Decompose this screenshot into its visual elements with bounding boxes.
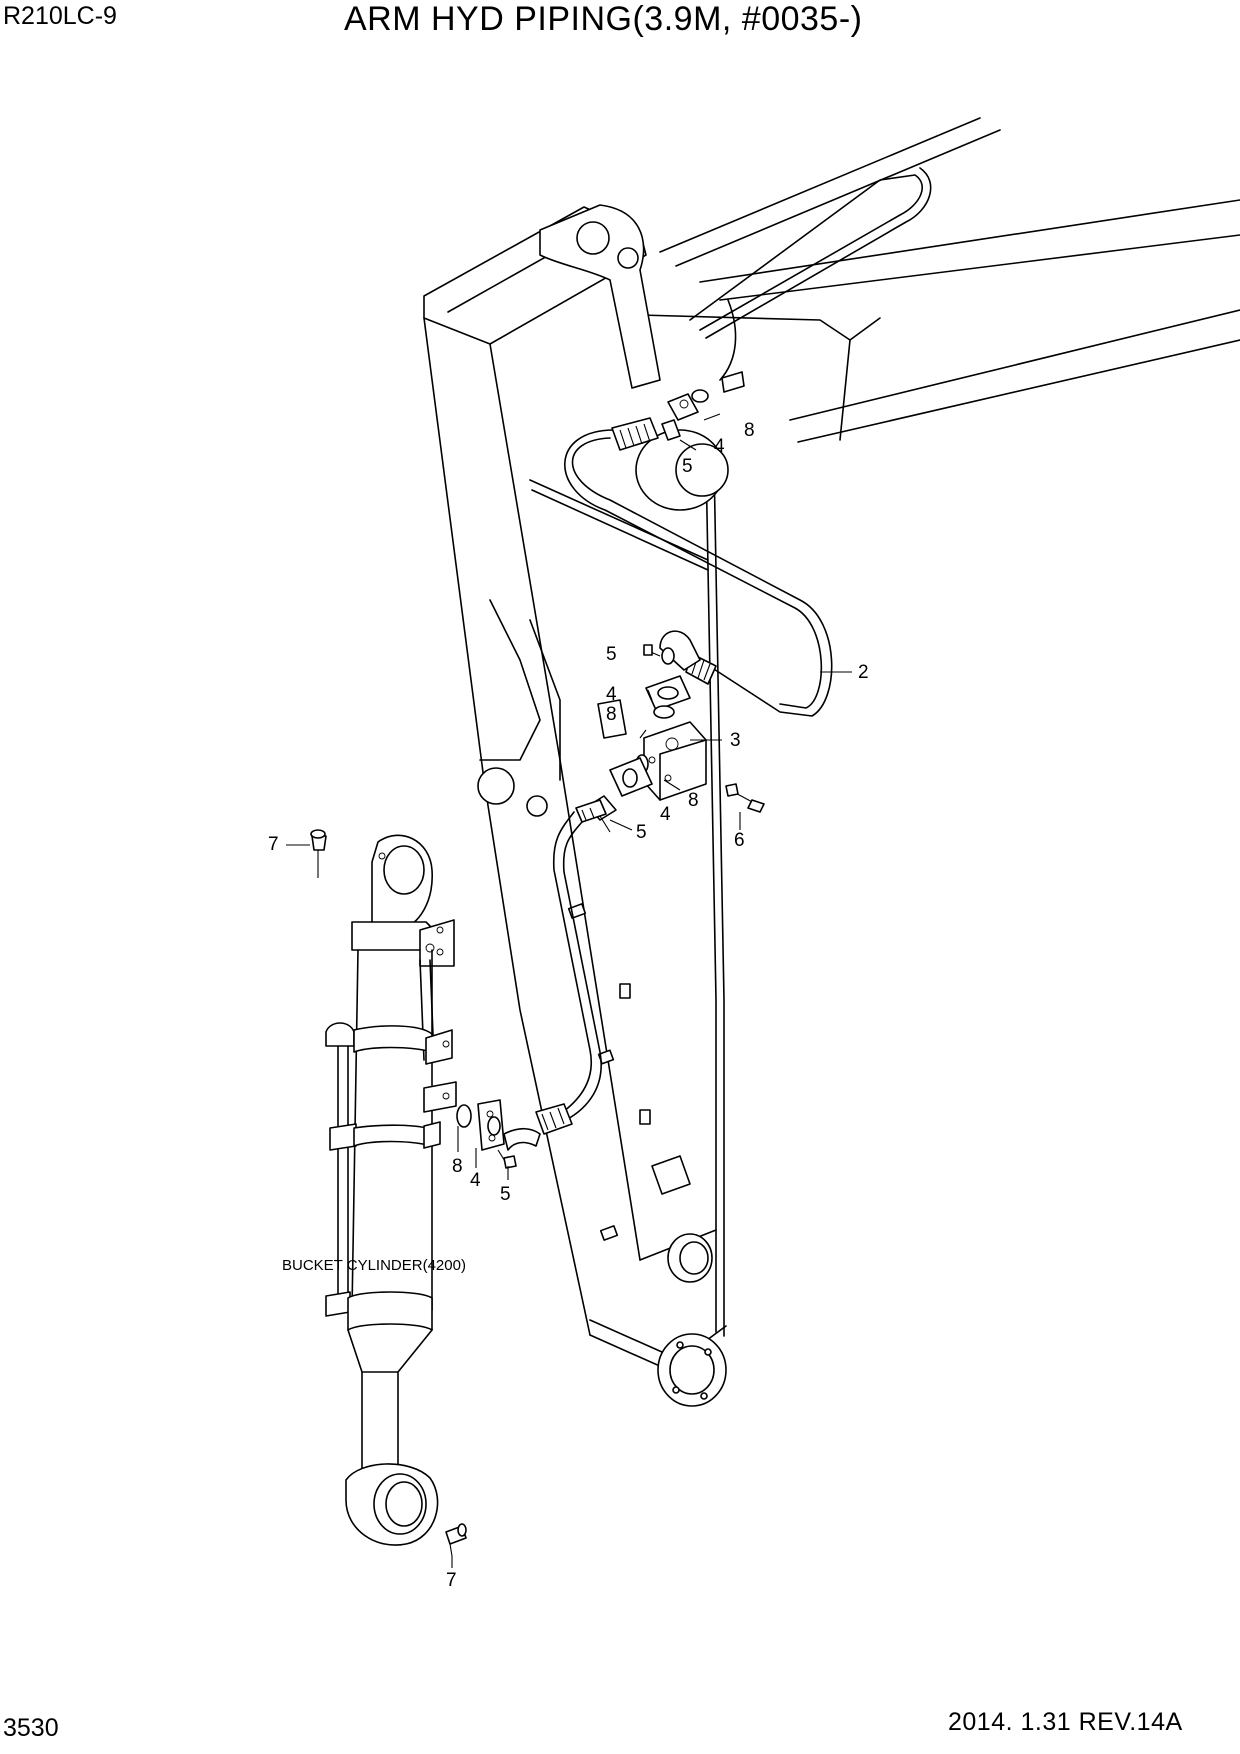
bucket-cylinder bbox=[325, 834, 457, 1546]
model-code: R210LC-9 bbox=[3, 2, 117, 30]
callout-4-low: 4 bbox=[660, 804, 671, 825]
callout-5-low: 5 bbox=[636, 822, 647, 843]
callout-4-mid: 4 bbox=[606, 684, 617, 705]
bucket-cylinder-label: BUCKET CYLINDER(4200) bbox=[282, 1257, 466, 1274]
page-title: ARM HYD PIPING(3.9M, #0035-) bbox=[344, 0, 863, 38]
callout-labels: 8 4 5 5 4 8 2 3 8 4 5 6 7 8 4 5 7 bbox=[268, 420, 869, 1591]
callout-4-top: 4 bbox=[714, 436, 725, 457]
callout-5-cyl: 5 bbox=[500, 1184, 511, 1205]
leader-lines bbox=[286, 413, 852, 1568]
callout-8-low: 8 bbox=[688, 790, 699, 811]
grease-nipple-top bbox=[310, 829, 327, 870]
revision-stamp: 2014. 1.31 REV.14A bbox=[948, 1708, 1183, 1736]
callout-8-cyl: 8 bbox=[452, 1156, 463, 1177]
callout-7-bottom: 7 bbox=[446, 1570, 457, 1591]
page-number: 3530 bbox=[3, 1714, 59, 1742]
callout-8-top: 8 bbox=[744, 420, 755, 441]
hose-loop bbox=[564, 417, 833, 717]
grease-nipple-bottom bbox=[445, 1523, 467, 1557]
arm-structure bbox=[423, 204, 729, 1407]
mid-block-group bbox=[575, 630, 765, 833]
lower-hose bbox=[456, 811, 602, 1169]
callout-5-mid: 5 bbox=[606, 644, 617, 665]
callout-3: 3 bbox=[730, 730, 741, 751]
callout-4-cyl: 4 bbox=[470, 1170, 481, 1191]
callout-7-top: 7 bbox=[268, 834, 279, 855]
callout-6: 6 bbox=[734, 830, 745, 851]
callout-8-mid: 8 bbox=[606, 704, 617, 725]
callout-2: 2 bbox=[858, 662, 869, 683]
boom-structure bbox=[639, 117, 1240, 443]
top-flange-group bbox=[661, 371, 745, 441]
callout-5-top: 5 bbox=[682, 456, 693, 477]
